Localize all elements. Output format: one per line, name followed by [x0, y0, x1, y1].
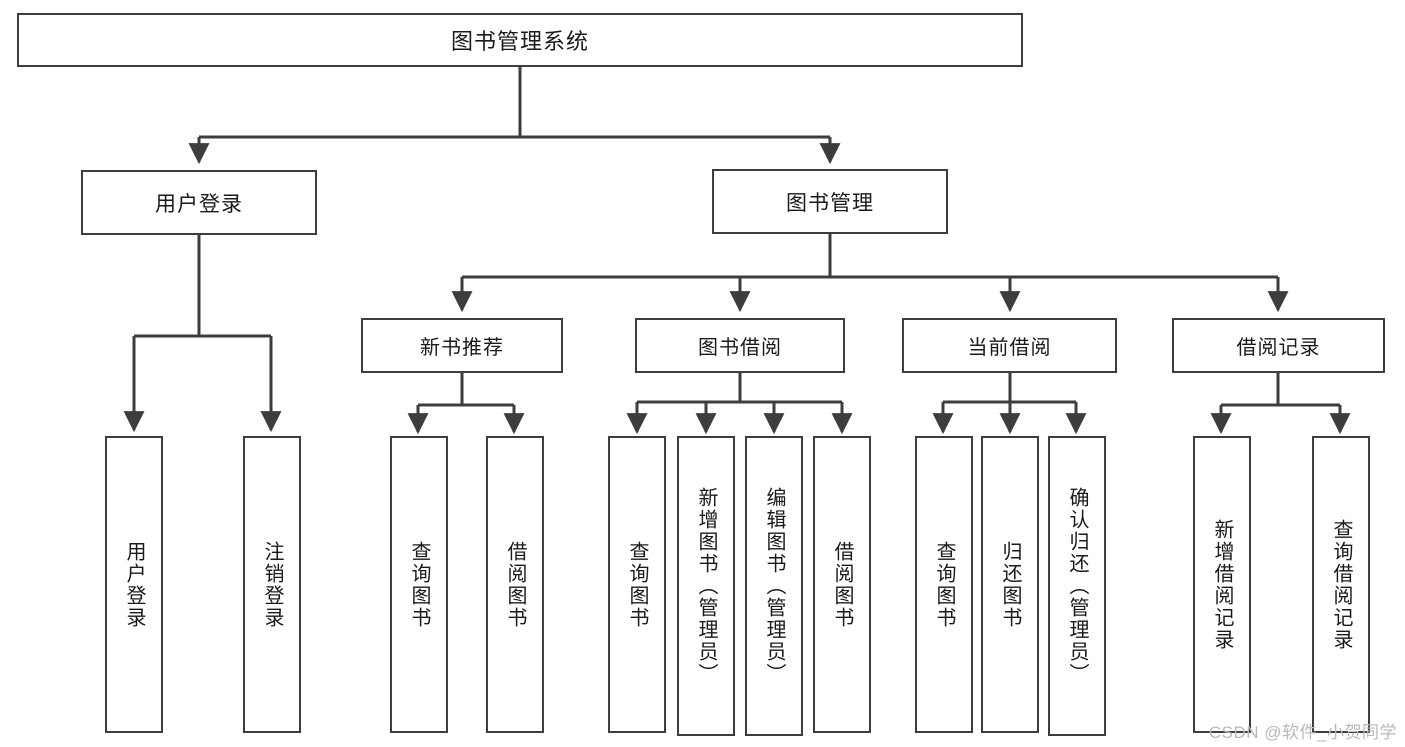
- leaf-label: 新增借阅记录: [1211, 518, 1233, 651]
- node-root-label: 图书管理系统: [450, 29, 589, 54]
- leaf-label: 归还图书: [999, 540, 1021, 629]
- node-current-borrow-label: 当前借阅: [967, 337, 1052, 359]
- leaf-book-borrow-query[interactable]: 查询图书: [608, 436, 666, 733]
- node-new-book-recommend-label: 新书推荐: [420, 337, 504, 359]
- leaf-current-borrow-return[interactable]: 归还图书: [981, 436, 1039, 733]
- node-user-login-label: 用户登录: [155, 192, 243, 216]
- leaf-label: 新增图书（管理员）: [695, 487, 717, 685]
- leaf-current-borrow-query[interactable]: 查询图书: [915, 436, 973, 733]
- leaf-label: 查询图书: [933, 540, 955, 629]
- node-user-login[interactable]: 用户登录: [81, 170, 317, 235]
- node-current-borrow[interactable]: 当前借阅: [902, 318, 1117, 373]
- leaf-label: 确认归还（管理员）: [1066, 487, 1088, 685]
- leaf-book-borrow-add[interactable]: 新增图书（管理员）: [677, 436, 735, 736]
- leaf-label: 借阅图书: [831, 540, 853, 629]
- leaf-new-book-query[interactable]: 查询图书: [390, 436, 448, 733]
- leaf-label: 查询借阅记录: [1330, 518, 1352, 651]
- leaf-book-borrow-borrow[interactable]: 借阅图书: [813, 436, 871, 733]
- leaf-borrow-record-query[interactable]: 查询借阅记录: [1312, 436, 1370, 733]
- node-book-management[interactable]: 图书管理: [712, 169, 948, 234]
- leaf-user-login-logout[interactable]: 注销登录: [243, 436, 301, 733]
- leaf-new-book-borrow[interactable]: 借阅图书: [486, 436, 544, 733]
- leaf-user-login-login[interactable]: 用户登录: [105, 436, 163, 733]
- leaf-label: 借阅图书: [504, 540, 526, 629]
- node-borrow-record-label: 借阅记录: [1236, 337, 1321, 359]
- node-book-management-label: 图书管理: [786, 191, 874, 215]
- leaf-label: 编辑图书（管理员）: [763, 487, 785, 685]
- leaf-label: 注销登录: [261, 540, 283, 629]
- node-root[interactable]: 图书管理系统: [17, 13, 1023, 67]
- node-book-borrow-label: 图书借阅: [698, 337, 782, 359]
- watermark-text: CSDN @软件_小贺同学: [1208, 723, 1397, 742]
- leaf-label: 用户登录: [123, 540, 145, 629]
- leaf-current-borrow-confirm-return[interactable]: 确认归还（管理员）: [1048, 436, 1106, 736]
- leaf-label: 查询图书: [408, 540, 430, 629]
- node-borrow-record[interactable]: 借阅记录: [1172, 318, 1385, 373]
- node-book-borrow[interactable]: 图书借阅: [635, 318, 845, 373]
- leaf-label: 查询图书: [626, 540, 648, 629]
- leaf-borrow-record-add[interactable]: 新增借阅记录: [1193, 436, 1251, 733]
- node-new-book-recommend[interactable]: 新书推荐: [361, 318, 563, 373]
- leaf-book-borrow-edit[interactable]: 编辑图书（管理员）: [745, 436, 803, 736]
